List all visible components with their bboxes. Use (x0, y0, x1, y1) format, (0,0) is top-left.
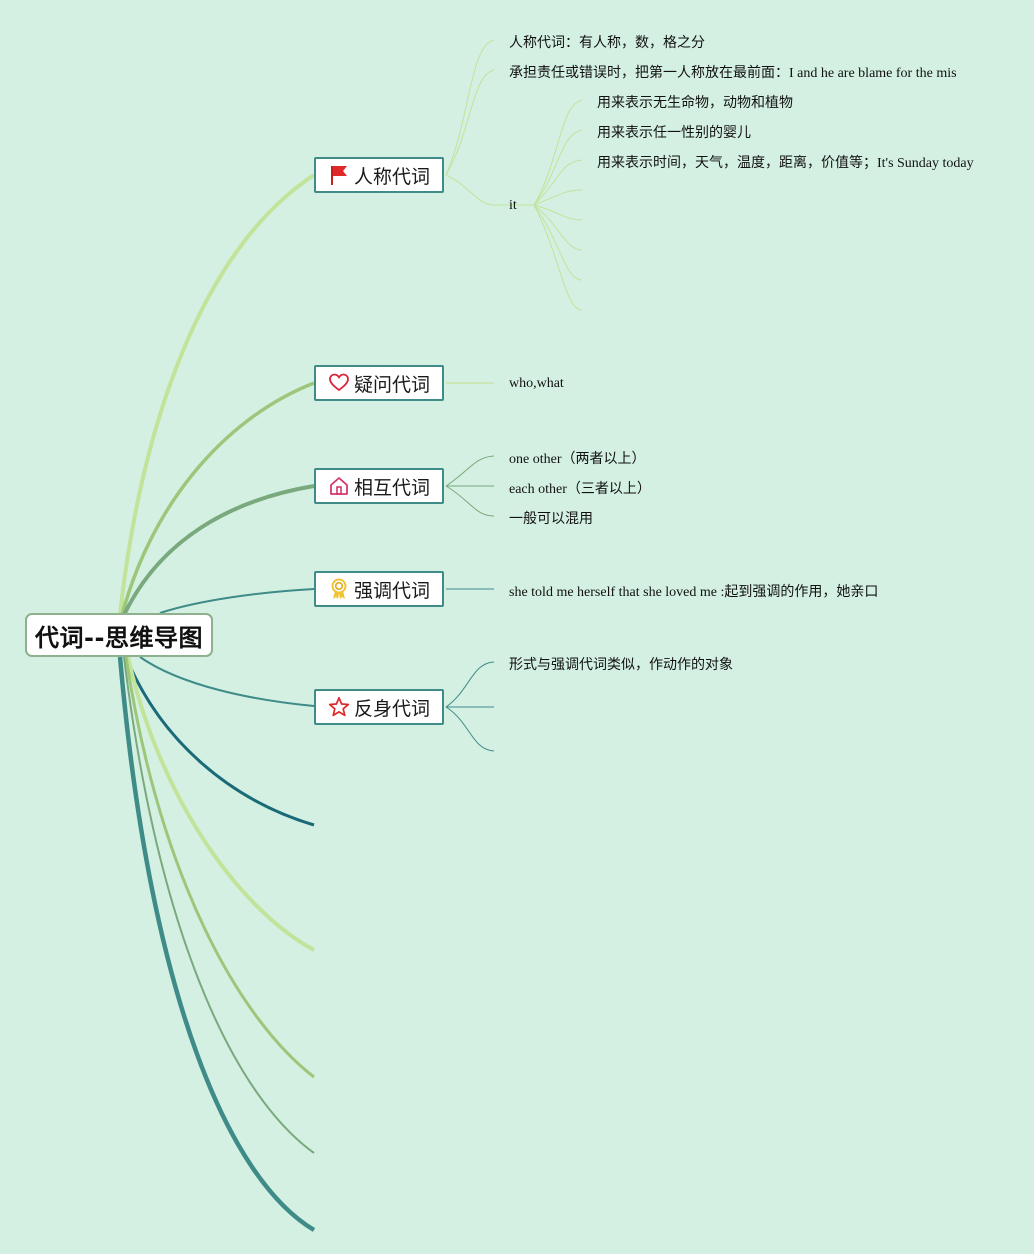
branch-empty-3 (124, 656, 315, 1079)
topic-label: 疑问代词 (353, 373, 430, 396)
star-icon (328, 696, 350, 718)
heart-icon (328, 372, 350, 394)
root-topic[interactable]: 代词--思维导图 (25, 613, 213, 657)
leaf-reciprocal-2[interactable]: each other（三者以上） (509, 482, 651, 497)
topic-label: 强调代词 (353, 579, 430, 602)
topic-label: 相互代词 (353, 476, 430, 499)
branch-reciprocal (122, 484, 315, 616)
leaf-interrogative-1[interactable]: who,what (509, 376, 564, 391)
leaf-reciprocal-1[interactable]: one other（两者以上） (509, 452, 646, 467)
topic-emphatic-pronoun[interactable]: 强调代词 (314, 571, 444, 607)
topic-reflexive-pronoun[interactable]: 反身代词 (314, 689, 444, 725)
branch-empty-5 (117, 656, 316, 1232)
branch-emphatic (159, 588, 315, 614)
leaf-it-2[interactable]: 用来表示任一性别的婴儿 (597, 126, 751, 141)
house-icon (328, 475, 350, 497)
branch-empty-1 (124, 656, 315, 827)
leaf-reciprocal-3[interactable]: 一般可以混用 (509, 512, 593, 527)
topic-label: 人称代词 (353, 165, 430, 188)
branch-personal (118, 173, 316, 616)
leaf-reflexive-1[interactable]: 形式与强调代词类似，作动作的对象 (509, 658, 733, 673)
red-flag-icon (328, 164, 350, 186)
leaf-emphatic-1[interactable]: she told me herself that she loved me :起… (509, 585, 879, 600)
topic-label: 反身代词 (353, 697, 430, 720)
topic-personal-pronoun[interactable]: 人称代词 (314, 157, 444, 193)
root-title: 代词--思维导图 (35, 623, 203, 652)
leaf-it-3[interactable]: 用来表示时间，天气，温度，距离，价值等；It's Sunday today (597, 156, 974, 171)
leaf-personal-it[interactable]: it (509, 198, 517, 213)
topic-interrogative-pronoun[interactable]: 疑问代词 (314, 365, 444, 401)
branch-reflexive (139, 656, 315, 707)
leaf-it-1[interactable]: 用来表示无生命物，动物和植物 (597, 96, 793, 111)
award-medal-icon (328, 578, 350, 600)
branch-empty-2 (126, 656, 315, 952)
topic-reciprocal-pronoun[interactable]: 相互代词 (314, 468, 444, 504)
branch-interrogative (120, 381, 315, 616)
leaf-personal-2[interactable]: 承担责任或错误时，把第一人称放在最前面：I and he are blame f… (509, 66, 957, 81)
leaf-personal-1[interactable]: 人称代词：有人称，数，格之分 (509, 36, 705, 51)
branch-empty-4 (123, 656, 315, 1154)
